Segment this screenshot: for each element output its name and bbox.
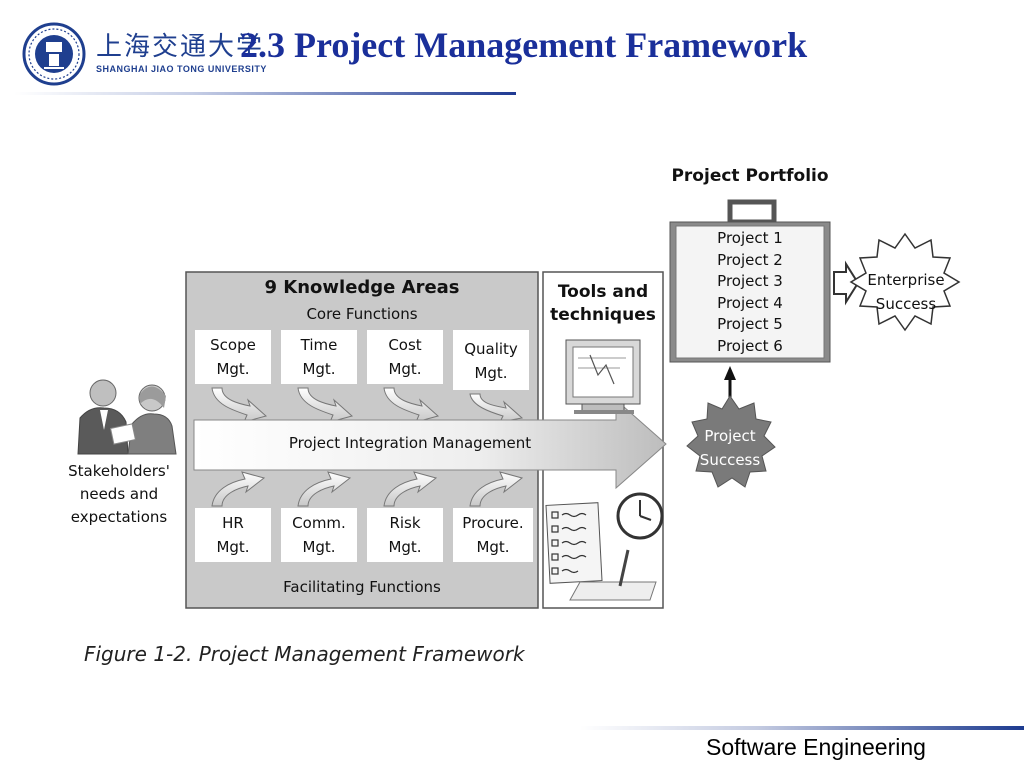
university-seal-logo [22,22,86,86]
cost-mgt-box: Cost Mgt. [367,333,443,381]
figure-caption: Figure 1-2. Project Management Framework [84,642,525,666]
facilitating-function-label: Risk [389,514,421,532]
facilitating-function-label: Procure. [462,514,524,532]
core-function-label: Cost [388,336,422,354]
core-function-label: Mgt. [216,360,250,378]
core-flow-arrow [383,387,440,423]
hr-mgt-box: HR Mgt. [195,511,271,559]
quality-mgt-box: Quality Mgt. [453,337,529,385]
stakeholders-label-line: Stakeholders' [68,462,170,480]
facilitating-function-label: Mgt. [388,538,422,556]
core-function-box [453,330,529,390]
facilitating-flow-arrow [297,471,352,507]
portfolio-project-list: Project 1 Project 2 Project 3 Project 4 … [676,228,824,358]
footer-rule [580,726,1024,730]
core-function-label: Time [300,336,338,354]
integration-arrow [193,398,667,490]
scope-mgt-box: Scope Mgt. [195,333,271,381]
facilitating-flow-arrow [469,471,524,507]
portfolio-briefcase [669,199,831,363]
project-success-line: Project [704,427,756,445]
comm-mgt-box: Comm. Mgt. [281,511,357,559]
risk-mgt-box: Risk Mgt. [367,511,443,559]
facilitating-function-label: Mgt. [216,538,250,556]
enterprise-success-label: Enterprise Success [858,268,954,316]
core-function-label: Scope [210,336,256,354]
facilitating-function-box [195,508,271,562]
title-underline [14,92,516,95]
portfolio-project-item: Project 3 [717,272,783,291]
integration-label: Project Integration Management [288,434,532,452]
facilitating-function-label: HR [222,514,244,532]
core-function-label: Mgt. [474,364,508,382]
university-name-english: SHANGHAI JIAO TONG UNIVERSITY [96,64,267,74]
tools-label-line: techniques [550,305,656,325]
computer-monitor-icon [565,339,641,414]
facilitating-function-label: Mgt. [302,538,336,556]
facilitating-function-box [453,508,533,562]
facilitating-function-label: Mgt. [476,538,510,556]
core-function-box [367,330,443,384]
university-name-chinese: 上海交通大学 [96,32,265,62]
knowledge-areas-title: 9 Knowledge Areas [264,277,460,298]
footer-course-name: Software Engineering [706,734,926,760]
tools-techniques-label: Tools and techniques [543,281,663,327]
core-function-label: Quality [464,340,518,358]
core-functions-label: Core Functions [306,305,418,323]
checklist-clock-icon [545,492,664,601]
facilitating-flow-arrow [211,471,266,507]
enterprise-success-line: Enterprise [867,271,945,289]
facilitating-function-label: Comm. [292,514,346,532]
portfolio-project-item: Project 5 [717,315,783,334]
core-function-box [281,330,357,384]
enterprise-success-burst [849,232,961,332]
core-flow-arrow [211,387,268,423]
portfolio-project-item: Project 4 [717,293,783,312]
core-function-label: Mgt. [302,360,336,378]
portfolio-to-enterprise-arrow [833,260,860,306]
facilitating-function-box [367,508,443,562]
portfolio-project-item: Project 6 [717,336,783,355]
stakeholders-label-line: expectations [70,508,168,526]
facilitating-flow-arrow [383,471,438,507]
time-mgt-box: Time Mgt. [281,333,357,381]
portfolio-title: Project Portfolio [671,166,829,186]
core-flow-arrow [297,387,354,423]
project-success-line: Success [699,451,761,469]
portfolio-project-item: Project 2 [717,250,783,269]
project-success-label: Project Success [690,424,770,472]
facilitating-functions-label: Facilitating Functions [283,578,441,596]
stakeholders-illustration [77,379,177,455]
stakeholders-label-line: needs and [79,485,159,503]
facilitating-function-box [281,508,357,562]
procure-mgt-box: Procure. Mgt. [453,511,533,559]
core-function-label: Mgt. [388,360,422,378]
tools-label-line: Tools and [557,282,649,302]
enterprise-success-line: Success [875,295,937,313]
core-function-box [195,330,271,384]
stakeholders-label: Stakeholders' needs and expectations [58,460,180,529]
portfolio-project-item: Project 1 [717,229,783,247]
slide-title: 2.3 Project Management Framework [240,25,808,65]
project-success-burst [686,395,776,488]
